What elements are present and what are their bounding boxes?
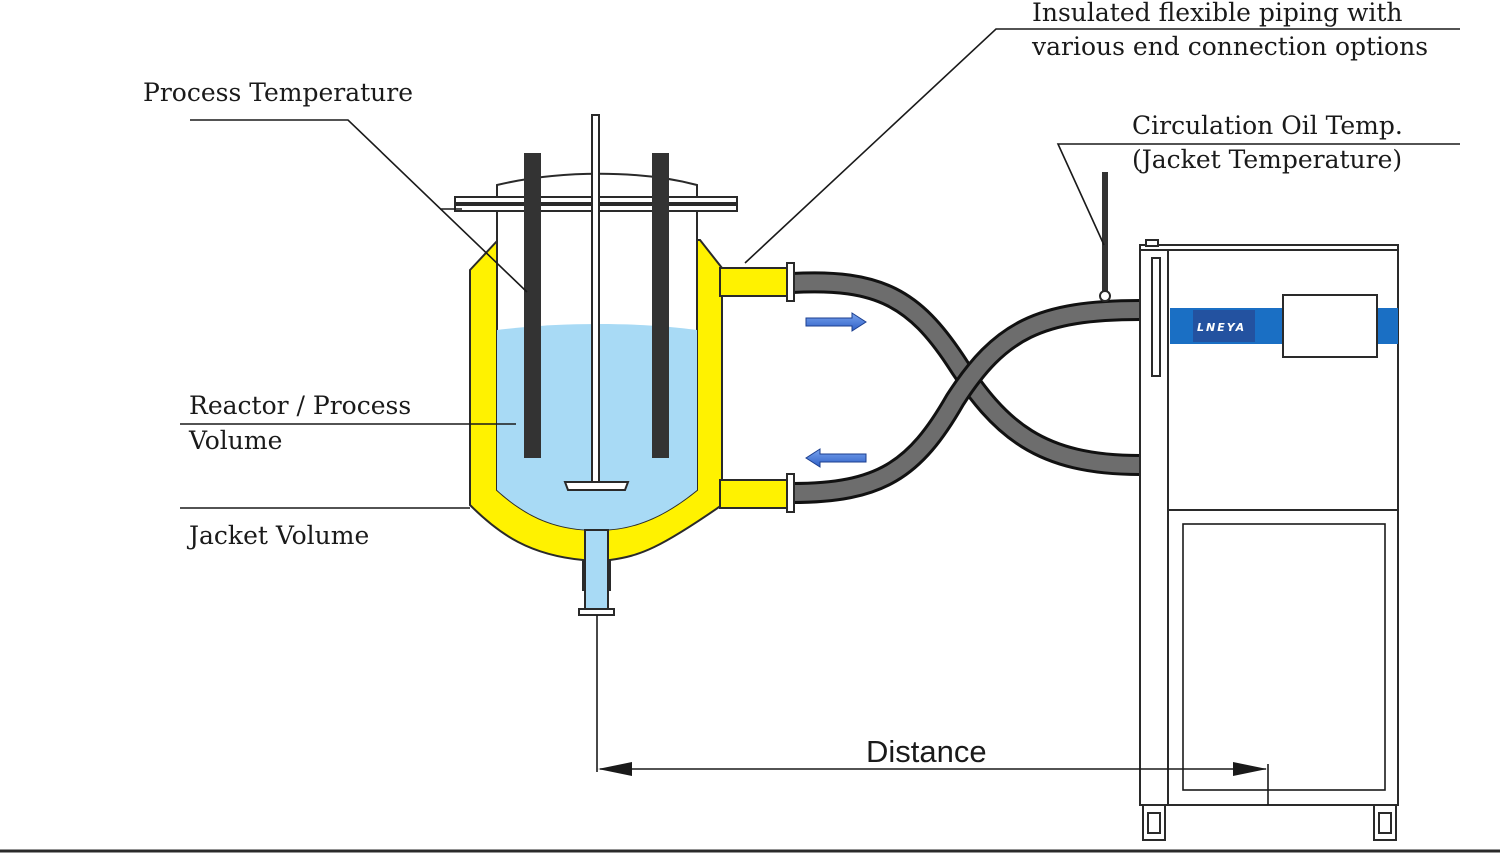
- leader-piping: [744, 28, 1460, 264]
- distance-arrow-left-icon: [598, 762, 632, 776]
- unit-top-cap: [1145, 239, 1159, 247]
- label-jacket-volume: Jacket Volume: [186, 521, 369, 550]
- drain-pipe: [584, 529, 609, 611]
- caster-left-wheel: [1147, 812, 1161, 834]
- hose-flange-bottom: [786, 473, 795, 513]
- hose-return-fill: [791, 302, 1141, 501]
- label-reactor-line1: Reactor / Process: [189, 391, 411, 420]
- agitator-shaft: [591, 114, 600, 486]
- arrow-left-icon: [805, 448, 867, 468]
- brand-logo-plate: [1193, 310, 1255, 342]
- leader-process-temperature: [190, 119, 528, 293]
- insulated-piping: [786, 262, 1141, 513]
- agitator-blade: [563, 481, 630, 491]
- caster-right-wheel: [1378, 812, 1392, 834]
- hose-flange-top: [786, 262, 795, 302]
- label-reactor-line2: Volume: [188, 426, 282, 455]
- label-piping-line1: Insulated flexible piping with: [1032, 0, 1403, 27]
- temperature-control-unit: LNEYA: [1099, 172, 1399, 841]
- unit-lower-inner-panel: [1182, 523, 1386, 791]
- label-distance: Distance: [866, 734, 987, 769]
- jacket-outlet-bottom: [719, 479, 789, 509]
- unit-handle: [1151, 257, 1161, 377]
- label-circulation-line1: Circulation Oil Temp.: [1132, 111, 1403, 140]
- brand-logo-text: LNEYA: [1197, 321, 1246, 334]
- arrow-right-icon: [805, 312, 867, 332]
- jacket-temperature-probe: [1102, 172, 1108, 294]
- leader-circulation: [1056, 143, 1460, 246]
- baffle-probe-right: [652, 153, 669, 458]
- distance-arrow-right-icon: [1233, 762, 1267, 776]
- jacket-temperature-probe-tip: [1099, 290, 1111, 302]
- hose-supply-fill: [791, 274, 1141, 473]
- label-process-temperature: Process Temperature: [143, 78, 413, 107]
- label-piping-line2: various end connection options: [1031, 32, 1428, 61]
- label-circulation-line2: (Jacket Temperature): [1132, 145, 1402, 174]
- reactor-vessel: [454, 114, 789, 616]
- unit-lower-door: [1167, 509, 1399, 806]
- temperature-probe-left: [524, 153, 541, 458]
- unit-upper-door: [1167, 249, 1399, 511]
- display-window: [1282, 294, 1378, 358]
- drain-flange: [578, 608, 615, 616]
- jacket-outlet-top: [719, 267, 789, 297]
